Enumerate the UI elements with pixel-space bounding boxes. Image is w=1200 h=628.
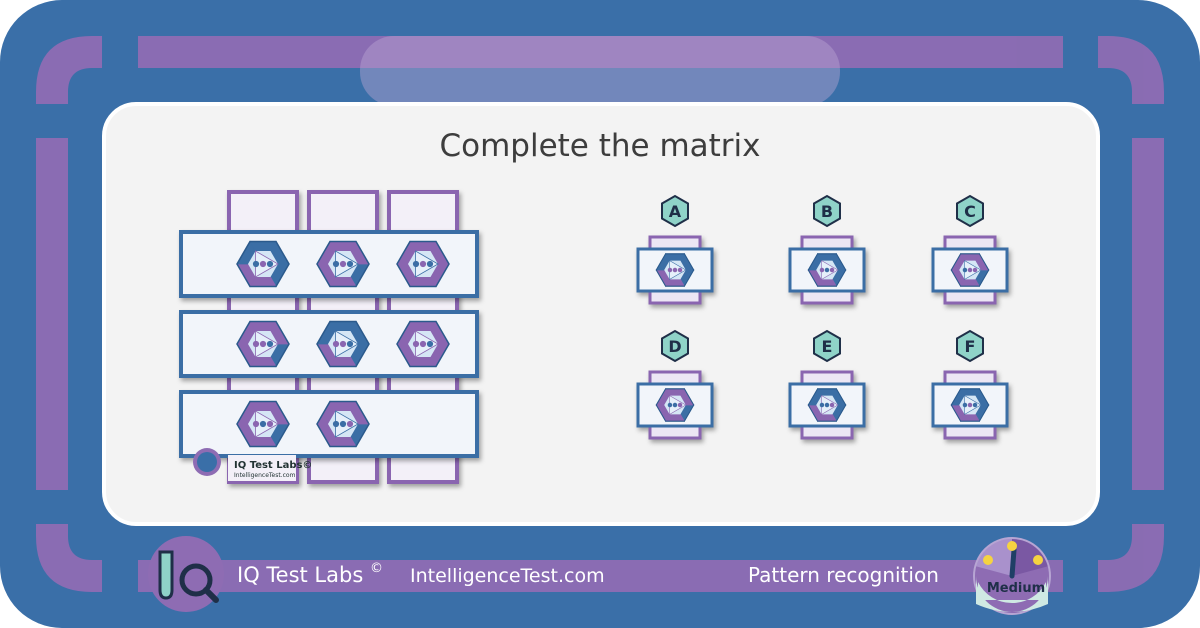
option-label: C bbox=[964, 202, 976, 221]
option-label: B bbox=[821, 202, 833, 221]
option-label: D bbox=[668, 337, 681, 356]
option-label: F bbox=[965, 337, 976, 356]
watermark-site: IntelligenceTest.com bbox=[234, 472, 296, 479]
copyright-mark: © bbox=[369, 561, 383, 576]
option-badge: F bbox=[956, 329, 984, 363]
dot bbox=[677, 267, 683, 273]
matrix-cell-hexagon bbox=[316, 400, 370, 448]
difficulty-gauge-icon bbox=[973, 537, 1051, 615]
difficulty-label: Medium bbox=[986, 581, 1046, 596]
matrix-cell-hexagon bbox=[316, 240, 370, 288]
dot bbox=[967, 267, 973, 273]
option-badge: D bbox=[661, 329, 689, 363]
dot bbox=[667, 402, 673, 408]
matrix-cell-hexagon bbox=[396, 320, 450, 368]
dot bbox=[332, 420, 340, 428]
decorative-bands bbox=[36, 36, 1164, 592]
dot bbox=[339, 260, 347, 268]
option-f[interactable] bbox=[931, 370, 1009, 440]
matrix-cell-hexagon bbox=[236, 320, 290, 368]
matrix-cell-hexagon bbox=[236, 400, 290, 448]
watermark-logo-icon bbox=[193, 448, 296, 481]
dot bbox=[252, 260, 260, 268]
dot bbox=[346, 420, 354, 428]
matrix-cell-hexagon bbox=[236, 240, 290, 288]
footer-site-link[interactable]: IntelligenceTest.com bbox=[410, 565, 605, 587]
dot bbox=[672, 267, 678, 273]
dot bbox=[672, 402, 678, 408]
dot bbox=[824, 402, 830, 408]
option-b[interactable] bbox=[788, 235, 866, 305]
answer-options[interactable]: A B C D E F bbox=[636, 194, 1009, 440]
dot bbox=[667, 267, 673, 273]
option-label: E bbox=[822, 337, 833, 356]
dot bbox=[426, 260, 434, 268]
dot bbox=[259, 340, 267, 348]
dot bbox=[266, 340, 274, 348]
dot bbox=[339, 340, 347, 348]
option-badge: B bbox=[813, 194, 841, 228]
option-badge: C bbox=[956, 194, 984, 228]
dot bbox=[824, 267, 830, 273]
dot bbox=[266, 260, 274, 268]
footer-category: Pattern recognition bbox=[748, 563, 939, 587]
matrix-cell-hexagon bbox=[396, 240, 450, 288]
iq-logo-icon bbox=[148, 536, 224, 612]
dot bbox=[346, 260, 354, 268]
option-c[interactable] bbox=[931, 235, 1009, 305]
dot bbox=[252, 340, 260, 348]
dot bbox=[266, 420, 274, 428]
option-a[interactable] bbox=[636, 235, 714, 305]
dot bbox=[962, 267, 968, 273]
dot bbox=[967, 402, 973, 408]
matrix-cells bbox=[236, 240, 450, 448]
watermark-brand: IQ Test Labs© bbox=[234, 460, 313, 471]
dot bbox=[972, 267, 978, 273]
dot bbox=[332, 260, 340, 268]
dot bbox=[419, 340, 427, 348]
dot bbox=[346, 340, 354, 348]
footer-brand: IQ Test Labs © bbox=[237, 561, 383, 587]
dot bbox=[339, 420, 347, 428]
option-badge: A bbox=[661, 194, 689, 228]
dot bbox=[677, 402, 683, 408]
dot bbox=[412, 340, 420, 348]
dot bbox=[819, 402, 825, 408]
option-e[interactable] bbox=[788, 370, 866, 440]
matrix-cell-hexagon bbox=[316, 320, 370, 368]
dot bbox=[426, 340, 434, 348]
dot bbox=[829, 267, 835, 273]
puzzle-title: Complete the matrix bbox=[439, 128, 761, 164]
dot bbox=[252, 420, 260, 428]
option-label: A bbox=[669, 202, 682, 221]
dot bbox=[962, 402, 968, 408]
dot bbox=[419, 260, 427, 268]
option-d[interactable] bbox=[636, 370, 714, 440]
title-tab bbox=[360, 36, 840, 106]
dot bbox=[972, 402, 978, 408]
dot bbox=[819, 267, 825, 273]
dot bbox=[829, 402, 835, 408]
option-badge: E bbox=[813, 329, 841, 363]
dot bbox=[332, 340, 340, 348]
footer-brand-name: IQ Test Labs bbox=[237, 563, 364, 587]
dot bbox=[259, 260, 267, 268]
dot bbox=[259, 420, 267, 428]
dot bbox=[412, 260, 420, 268]
